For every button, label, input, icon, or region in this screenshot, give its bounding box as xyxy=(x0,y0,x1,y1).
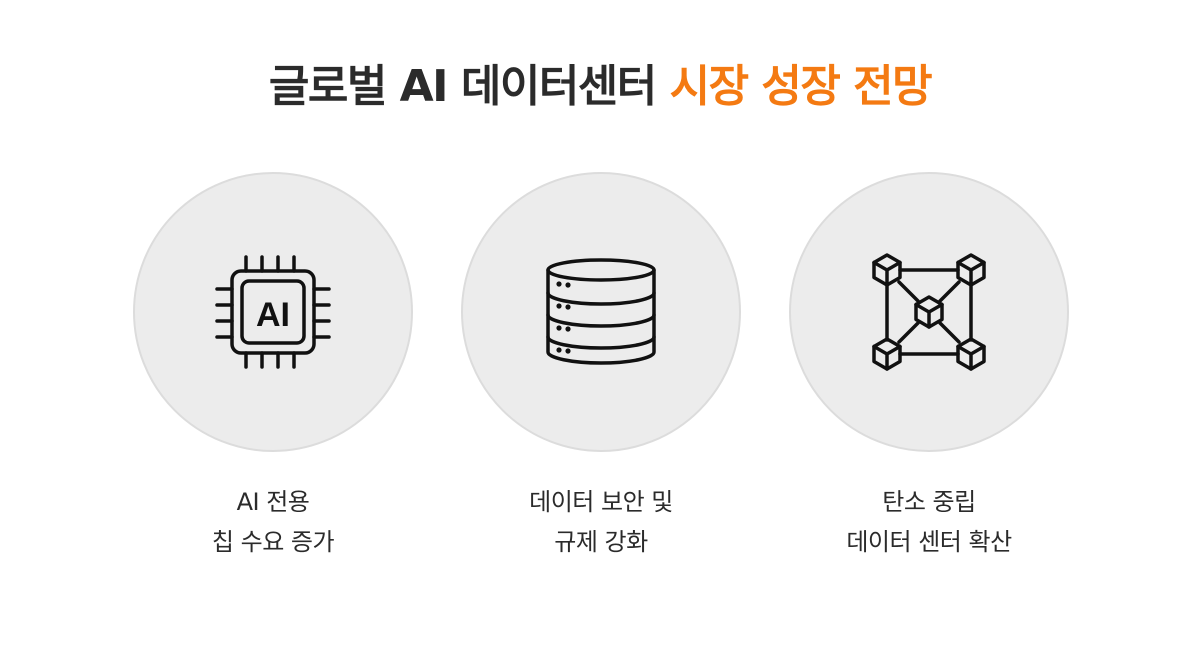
icon-circle: AI xyxy=(133,172,413,452)
card-label-line1: 탄소 중립 xyxy=(882,488,976,516)
card-label-line2: 칩 수요 증가 xyxy=(211,528,335,556)
card-label-line2: 데이터 센터 확산 xyxy=(846,528,1012,556)
title-highlight: 시장 성장 전망 xyxy=(669,61,933,112)
card-database: 데이터 보안 및 규제 강화 xyxy=(461,172,741,562)
page-title: 글로벌 AI 데이터센터 시장 성장 전망 xyxy=(0,52,1200,122)
ai-chip-icon: AI xyxy=(215,255,331,369)
card-network: 탄소 중립 데이터 센터 확산 xyxy=(789,172,1069,562)
card-label-line2: 규제 강화 xyxy=(554,528,648,556)
database-server-icon xyxy=(546,258,656,365)
card-ai-chip: AI AI 전용 칩 수요 증가 xyxy=(133,172,413,562)
card-label: AI 전용 칩 수요 증가 xyxy=(133,482,413,562)
card-label: 탄소 중립 데이터 센터 확산 xyxy=(789,482,1069,562)
card-label: 데이터 보안 및 규제 강화 xyxy=(461,482,741,562)
icon-circle xyxy=(789,172,1069,452)
network-cubes-icon xyxy=(872,253,986,371)
card-label-line1: AI 전용 xyxy=(236,488,310,516)
ai-chip-text: AI xyxy=(256,296,290,334)
card-label-line1: 데이터 보안 및 xyxy=(529,488,673,516)
icon-circle xyxy=(461,172,741,452)
title-main: 글로벌 AI 데이터센터 xyxy=(268,61,657,112)
